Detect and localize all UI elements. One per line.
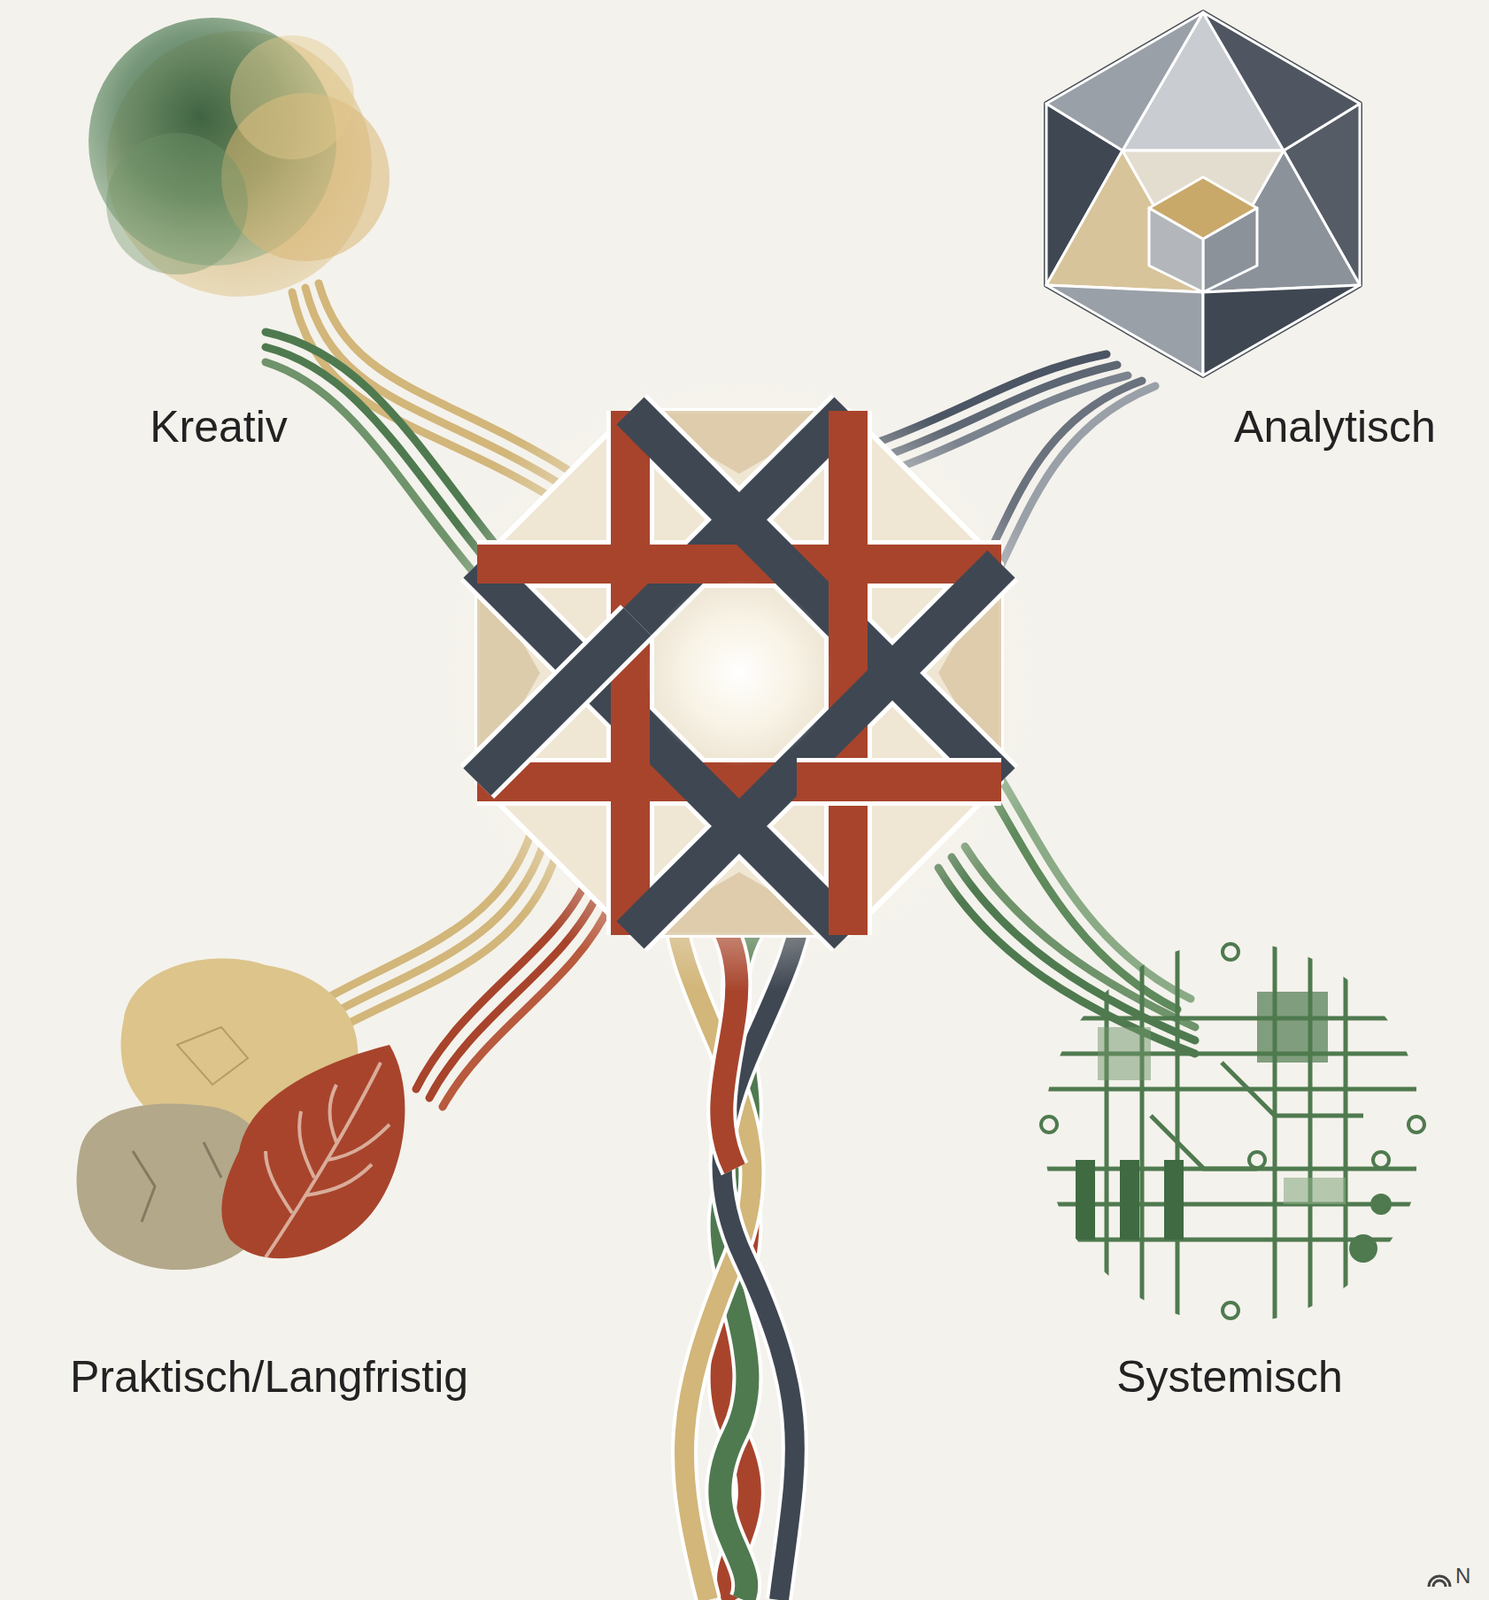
caption-text: Kreativ [149, 400, 288, 454]
caption-text: Analytisch [1234, 400, 1436, 454]
watermark: N [1455, 1565, 1471, 1587]
caption-text: Praktisch/Langfristig [69, 1350, 469, 1404]
illustration-caption: Analytisch [1226, 396, 1443, 457]
illustration-caption: Systemisch [1109, 1346, 1351, 1407]
illustration-caption: Praktisch/Langfristig [62, 1346, 476, 1407]
illustration-caption: Kreativ [142, 396, 295, 457]
caption-text: Systemisch [1116, 1350, 1343, 1404]
